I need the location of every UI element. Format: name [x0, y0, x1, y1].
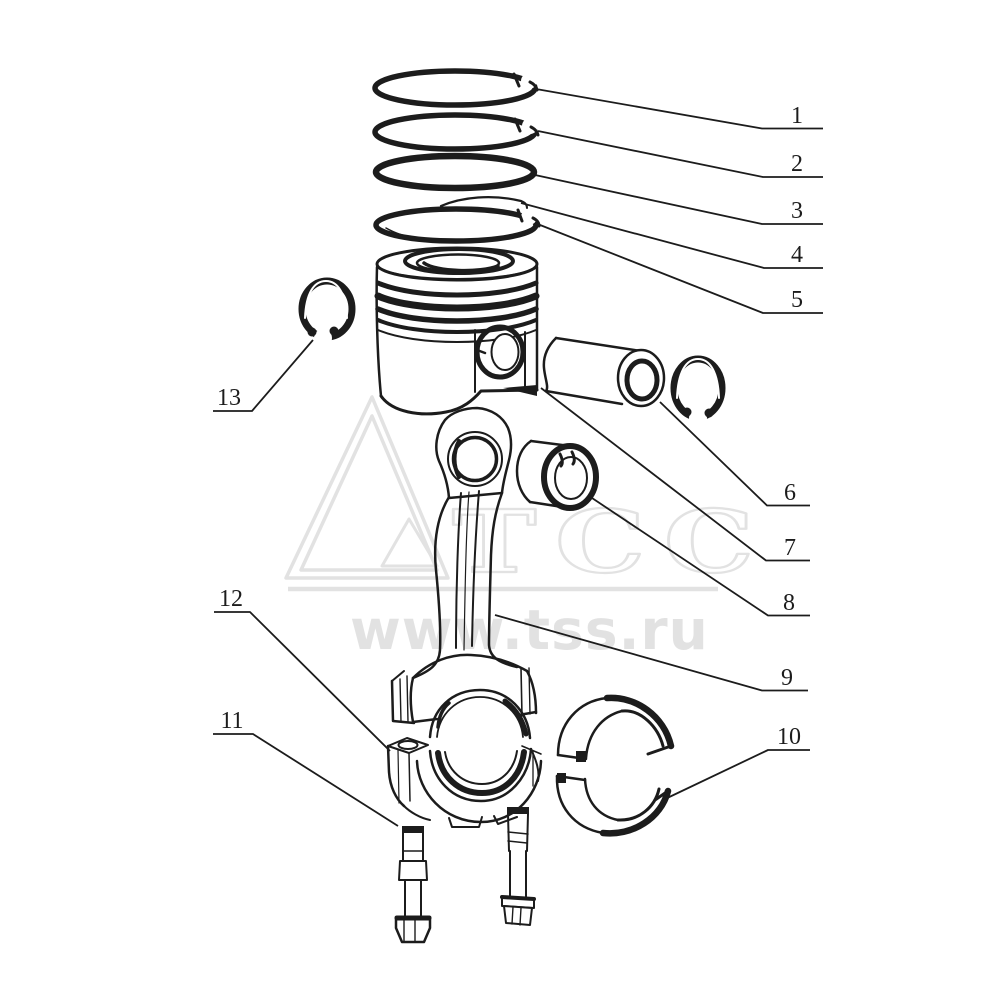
callout-11: 11	[213, 708, 399, 827]
watermark: ТСС www.tss.ru	[284, 395, 773, 662]
callout-5-label: 5	[791, 287, 803, 313]
piston-pin	[542, 336, 666, 408]
rod-bolt-right	[500, 807, 536, 926]
callouts: 1 2 3 4 5 6 7 8	[213, 88, 823, 827]
watermark-logo-text: ТСС	[452, 491, 773, 593]
rod-bolts	[394, 807, 536, 944]
rod-cap	[386, 737, 543, 828]
bearing-shells	[555, 694, 675, 837]
callout-12: 12	[214, 586, 391, 752]
callout-13-label: 13	[217, 385, 241, 411]
callout-12-label: 12	[219, 586, 243, 612]
callout-6: 6	[659, 401, 810, 507]
piston-ring-top	[372, 68, 539, 108]
callout-4: 4	[520, 202, 823, 269]
callout-8: 8	[591, 497, 810, 617]
piston	[374, 246, 540, 416]
callout-11-label: 11	[220, 708, 243, 734]
callout-6-label: 6	[784, 480, 796, 506]
callout-1-label: 1	[791, 103, 803, 129]
callout-1: 1	[535, 88, 823, 130]
callout-2-label: 2	[791, 151, 803, 177]
callout-13: 13	[213, 339, 314, 412]
callout-9-label: 9	[781, 665, 793, 691]
callout-3: 3	[534, 174, 823, 225]
callout-2: 2	[537, 130, 823, 178]
callout-7-label: 7	[784, 535, 796, 561]
pin-circlip-right	[670, 355, 726, 427]
callout-10: 10	[662, 724, 810, 801]
oil-control-ring	[373, 206, 541, 244]
callout-10-label: 10	[777, 724, 801, 750]
callout-5: 5	[534, 222, 823, 314]
pin-circlip-left	[298, 277, 356, 347]
callout-3-label: 3	[791, 198, 803, 224]
piston-ring-second	[372, 112, 540, 152]
callout-9: 9	[494, 614, 808, 692]
piston-ring-third	[372, 152, 538, 192]
watermark-logo-triangle	[284, 395, 450, 580]
rod-bolt-left	[394, 826, 432, 944]
watermark-site-text: www.tss.ru	[350, 598, 709, 662]
small-end-bushing	[515, 439, 599, 511]
callout-8-label: 8	[783, 590, 795, 616]
connecting-rod	[390, 406, 538, 740]
callout-7: 7	[540, 387, 810, 562]
callout-4-label: 4	[791, 242, 803, 268]
